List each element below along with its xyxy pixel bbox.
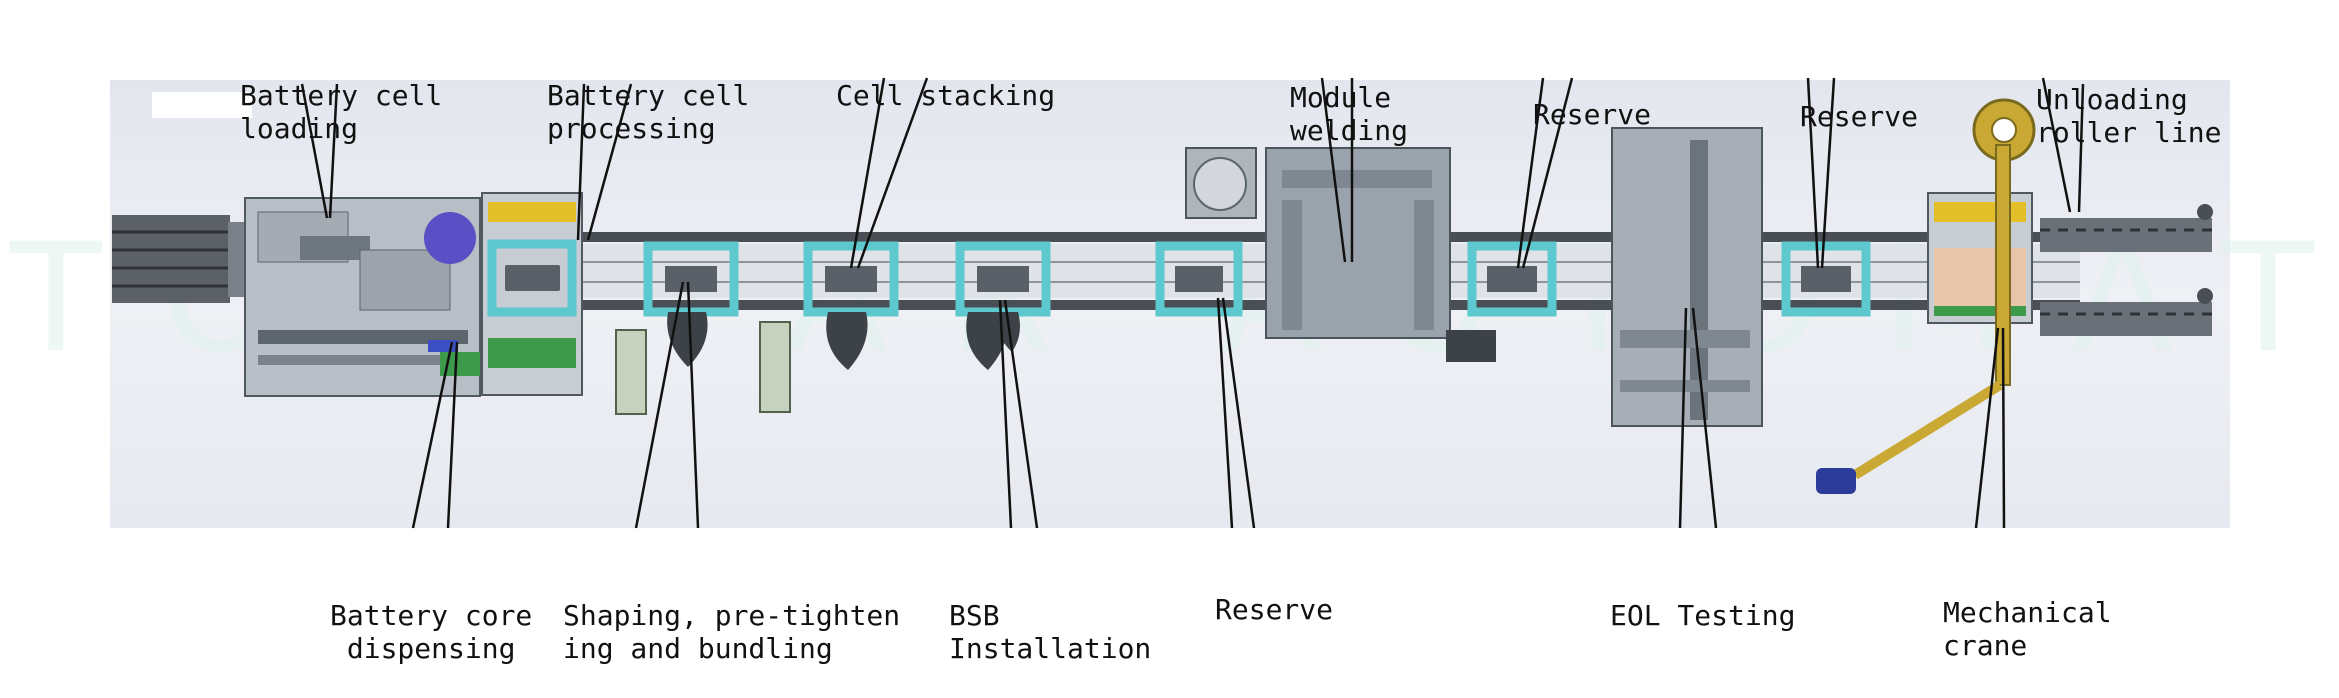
- infeed-conveyor: [112, 215, 248, 303]
- label-reserve-top-2: Reserve: [1800, 100, 1919, 133]
- mechanical-crane: [1816, 98, 2036, 494]
- label-eol-testing: EOL Testing: [1610, 599, 1796, 632]
- label-cell-stacking: Cell stacking: [836, 79, 1056, 112]
- eol-testing-station: [1611, 127, 1763, 427]
- welding-station: [1185, 147, 1496, 362]
- leader-lines: [300, 77, 2085, 529]
- production-line-diagram: TOPSTAR AUTOMATION: [9, 77, 2339, 529]
- side-shelves: [615, 321, 791, 415]
- unloading-station: [1927, 192, 2033, 324]
- robots: [667, 312, 1020, 370]
- label-reserve-top-1: Reserve: [1533, 98, 1652, 131]
- processing-station: [440, 192, 583, 396]
- white-tag: [152, 92, 252, 118]
- label-reserve-bottom: Reserve: [1215, 593, 1334, 626]
- unloading-roller-lines: [2040, 204, 2213, 336]
